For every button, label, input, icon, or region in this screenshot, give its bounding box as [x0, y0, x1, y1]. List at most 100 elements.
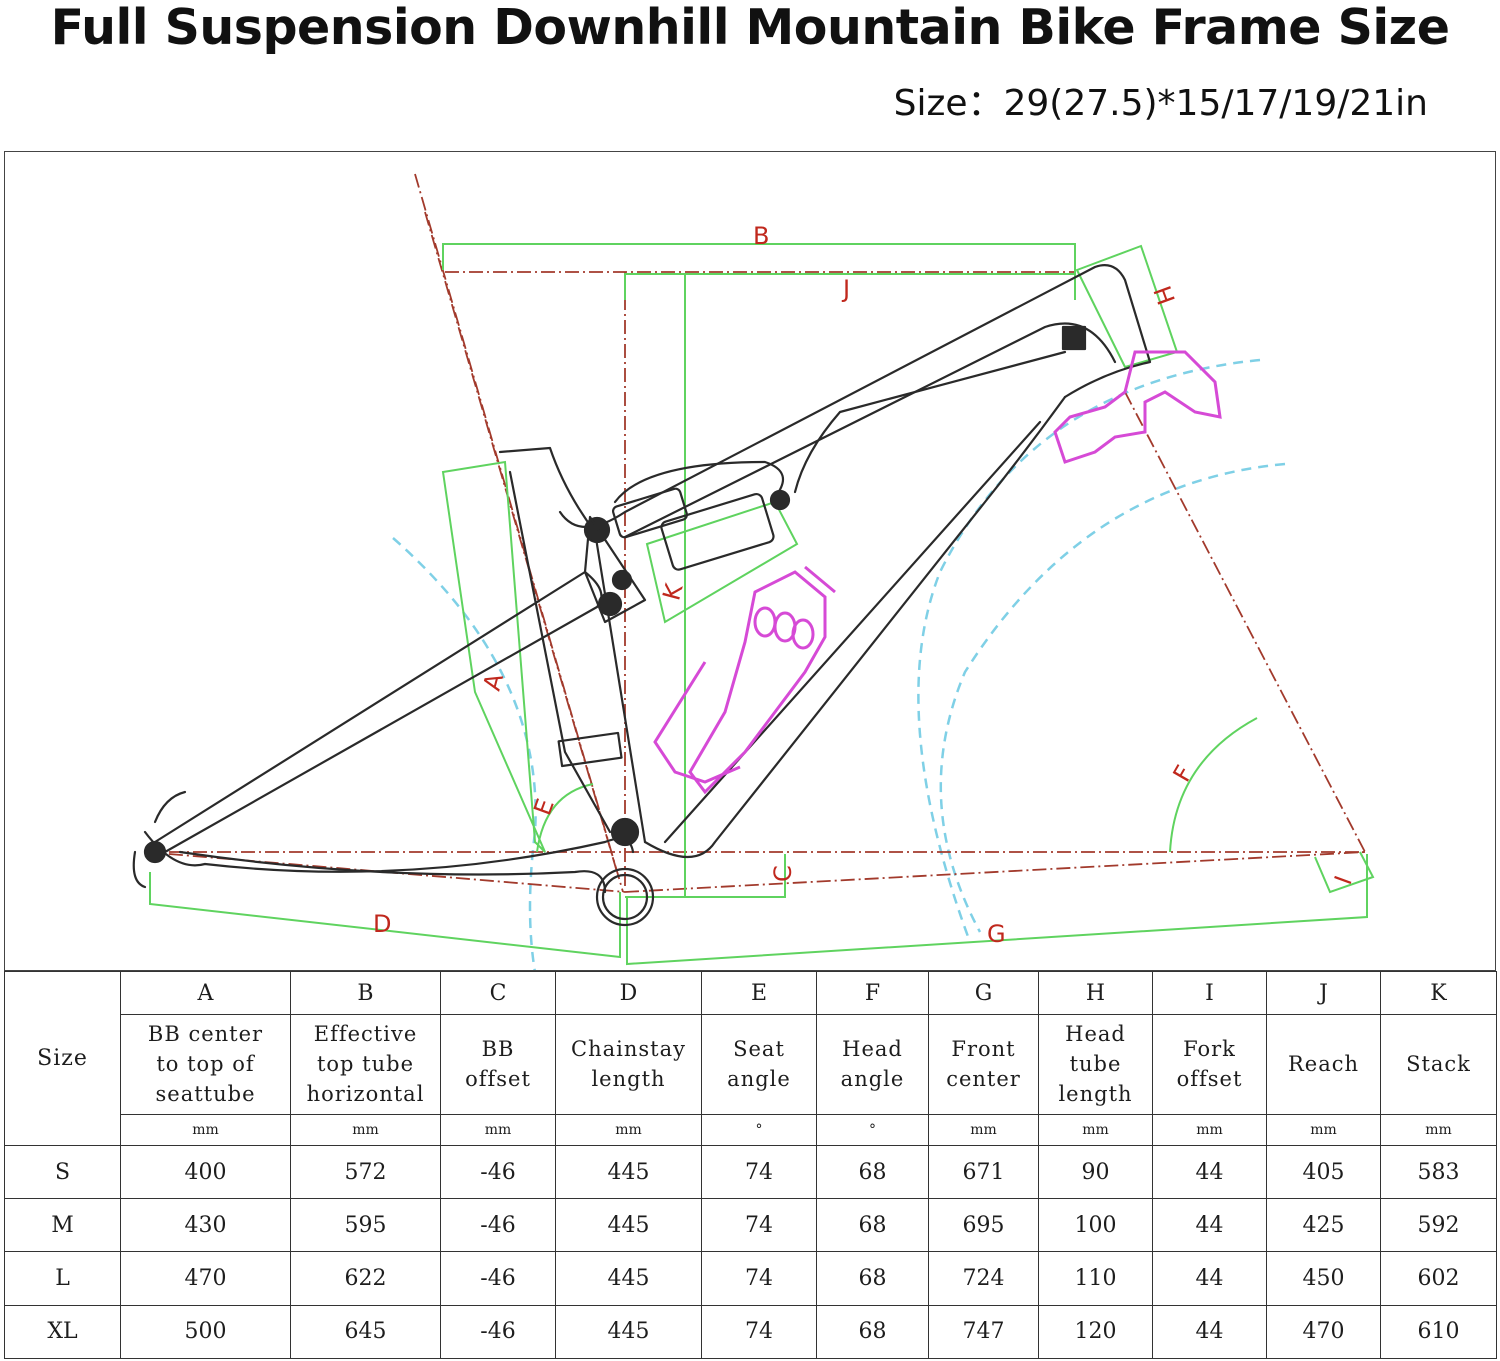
reference-lines	[144, 173, 1366, 893]
value-cell: 622	[290, 1251, 441, 1306]
column-unit: mm	[1266, 1113, 1381, 1146]
value-cell: 445	[555, 1304, 702, 1360]
description-line: Seat	[733, 1037, 785, 1062]
label-i: I	[1329, 872, 1358, 888]
value-cell: 110	[1038, 1251, 1153, 1306]
label-d: D	[373, 910, 391, 938]
description-line: Chainstay	[571, 1037, 686, 1062]
description-line: to top of	[156, 1052, 255, 1077]
description-line: length	[1058, 1082, 1133, 1107]
value-cell: 470	[1266, 1304, 1381, 1360]
column-description: BB center to top of seattube	[120, 1014, 291, 1115]
column-letter: B	[290, 970, 441, 1016]
description-line: top tube	[316, 1052, 415, 1077]
value-cell: 74	[701, 1144, 817, 1200]
value-cell: -46	[440, 1304, 556, 1360]
value-cell: 610	[1380, 1304, 1497, 1360]
column-description: Chainstay length	[555, 1014, 702, 1115]
value-cell: 445	[555, 1251, 702, 1306]
value-cell: 430	[120, 1198, 291, 1253]
description-line: offset	[1176, 1067, 1243, 1092]
value-cell: 44	[1152, 1198, 1267, 1253]
column-letter: A	[120, 970, 291, 1016]
column-letter: H	[1038, 970, 1153, 1016]
column-letter: I	[1152, 970, 1267, 1016]
value-cell: 100	[1038, 1198, 1153, 1253]
column-letter: F	[816, 970, 929, 1016]
value-cell: 583	[1380, 1144, 1497, 1200]
value-cell: 425	[1266, 1198, 1381, 1253]
column-unit: mm	[440, 1113, 556, 1146]
column-description: Reach	[1266, 1014, 1381, 1115]
value-cell: 500	[120, 1304, 291, 1360]
frame-geometry-diagram: A B C D E F G H I J K	[4, 151, 1496, 971]
value-cell: 90	[1038, 1144, 1153, 1200]
value-cell: 74	[701, 1304, 817, 1360]
value-cell: 68	[816, 1251, 929, 1306]
label-g: G	[987, 920, 1006, 948]
description-line: Stack	[1406, 1052, 1471, 1077]
size-cell: L	[4, 1251, 121, 1306]
value-cell: 68	[816, 1198, 929, 1253]
description-line: tube	[1069, 1052, 1122, 1077]
value-cell: 120	[1038, 1304, 1153, 1360]
label-f: F	[1168, 761, 1199, 787]
size-cell: XL	[4, 1304, 121, 1360]
value-cell: 405	[1266, 1144, 1381, 1200]
size-cell: S	[4, 1144, 121, 1200]
value-cell: -46	[440, 1198, 556, 1253]
value-cell: 445	[555, 1198, 702, 1253]
description-line: length	[591, 1067, 666, 1092]
column-letter: D	[555, 970, 702, 1016]
description-line: seattube	[155, 1082, 256, 1107]
value-cell: 44	[1152, 1304, 1267, 1360]
description-line: angle	[727, 1067, 791, 1092]
description-line: Fork	[1183, 1037, 1236, 1062]
column-letter: E	[701, 970, 817, 1016]
description-line: BB center	[147, 1022, 264, 1047]
description-line: center	[946, 1067, 1021, 1092]
column-unit: °	[701, 1113, 817, 1146]
column-unit: °	[816, 1113, 929, 1146]
value-cell: 400	[120, 1144, 291, 1200]
dimension-labels: A B C D E F G H I J K	[373, 222, 1358, 948]
description-line: angle	[840, 1067, 905, 1092]
column-letter: G	[928, 970, 1039, 1016]
column-unit: mm	[1152, 1113, 1267, 1146]
value-cell: 602	[1380, 1251, 1497, 1306]
value-cell: -46	[440, 1144, 556, 1200]
page-title: Full Suspension Downhill Mountain Bike F…	[50, 0, 1450, 56]
label-h: H	[1147, 282, 1179, 309]
value-cell: 44	[1152, 1144, 1267, 1200]
fork-crown	[1053, 350, 1222, 464]
column-unit: mm	[1380, 1113, 1497, 1146]
water-bottle	[653, 565, 836, 795]
size-subtitle: Size：29(27.5)*15/17/19/21in	[893, 83, 1428, 124]
size-header: Size	[4, 971, 121, 1146]
value-cell: 671	[928, 1144, 1039, 1200]
dimension-lines	[149, 243, 1375, 966]
value-cell: 595	[290, 1198, 441, 1253]
value-cell: 470	[120, 1251, 291, 1306]
label-a: A	[478, 670, 509, 694]
description-line: horizontal	[306, 1082, 425, 1107]
value-cell: 74	[701, 1198, 817, 1253]
wheel-arcs	[392, 358, 1286, 970]
description-line: Head	[1065, 1022, 1126, 1047]
column-description: Fork offset	[1152, 1014, 1267, 1115]
column-unit: mm	[120, 1113, 291, 1146]
value-cell: 695	[928, 1198, 1039, 1253]
description-line: BB	[481, 1037, 515, 1062]
label-c: C	[769, 865, 797, 882]
description-line: offset	[465, 1067, 531, 1092]
